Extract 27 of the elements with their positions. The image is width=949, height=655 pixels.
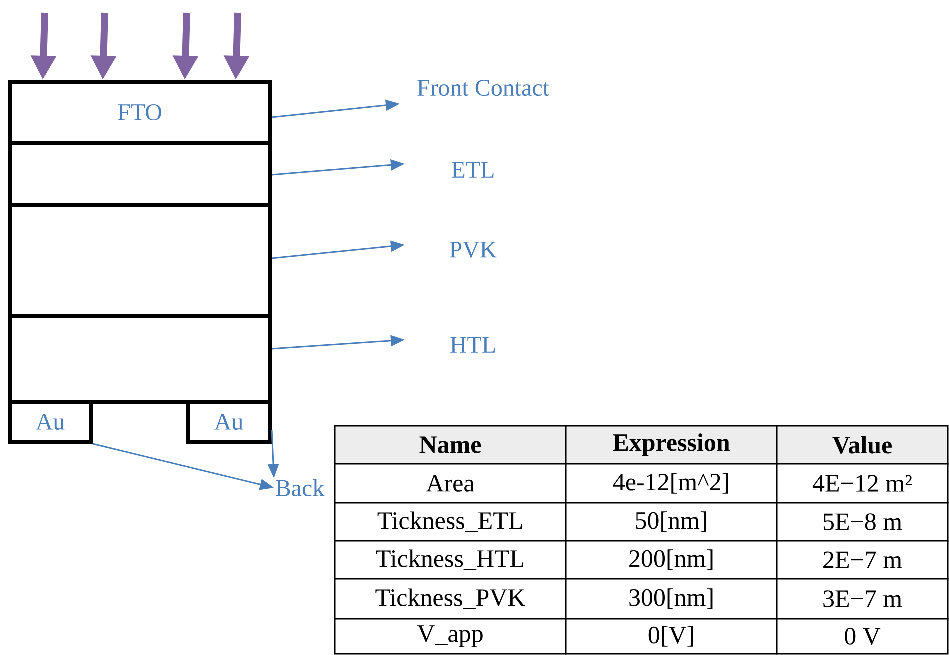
header-cell: Name: [334, 425, 567, 465]
table-cell: 3E−7 m: [776, 578, 949, 620]
table-cell: 200[nm]: [565, 540, 778, 580]
layer-label: Front Contact: [418, 80, 550, 96]
table-cell: 2E−7 m: [776, 540, 949, 580]
table-cell: 300[nm]: [565, 578, 778, 620]
table-cell: 0[V]: [565, 618, 778, 655]
layer-box: [8, 314, 272, 404]
contact-box: Au: [186, 400, 272, 444]
table-cell: Tickness_HTL: [334, 540, 567, 580]
header-cell: Value: [776, 425, 949, 465]
table-cell: Tickness_PVK: [334, 578, 567, 620]
table-cell: Tickness_ETL: [334, 502, 567, 542]
layer-label: ETL: [452, 162, 494, 178]
header-cell: Expression: [565, 425, 778, 465]
layer-box: FTO: [8, 80, 272, 145]
table-cell: 50[nm]: [565, 502, 778, 542]
table-cell: 0 V: [776, 618, 949, 655]
table-cell: 4E−12 m²: [776, 463, 949, 504]
layer-label: HTL: [450, 337, 496, 353]
table-cell: 4e-12[m^2]: [565, 463, 778, 504]
contact-box: Au: [8, 400, 93, 444]
layer-label: PVK: [450, 242, 497, 258]
table-cell: 5E−8 m: [776, 502, 949, 542]
table-cell: Area: [334, 463, 567, 504]
layer-label: Back: [276, 480, 325, 496]
table-cell: V_app: [334, 618, 567, 655]
